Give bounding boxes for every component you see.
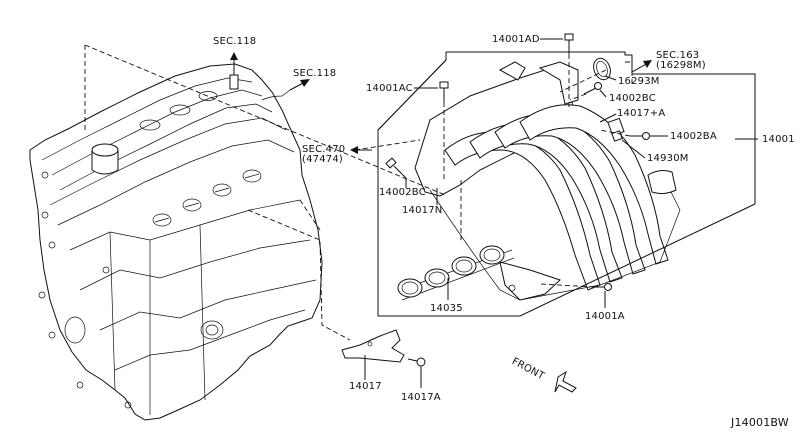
projection-lines [84,44,633,341]
reference-arrows [230,52,652,393]
manifold-gasket-drawing [397,245,515,301]
part-label-14930M[interactable]: 14930M [647,153,689,164]
section-ref-118-top[interactable]: SEC.118 [213,36,257,47]
section-ref-163[interactable]: SEC.163 (16298M) [656,51,706,71]
bracket-drawing [341,329,405,363]
part-label-14002BC-left[interactable]: 14002BC [379,187,426,198]
section-ref-163-line1: SEC.163 [656,50,700,61]
part-label-16293M[interactable]: 16293M [618,76,660,87]
intake-manifold [414,61,681,301]
part-label-14001[interactable]: 14001 [762,134,795,145]
part-label-14002BA[interactable]: 14002BA [670,131,717,142]
section-ref-163-line2: (16298M) [656,60,706,71]
leader-lines [364,38,758,388]
part-label-14002BC-top[interactable]: 14002BC [609,93,656,104]
section-ref-470-line1: SEC.470 [302,144,346,155]
part-label-14017[interactable]: 14017 [349,381,382,392]
engine-assembly [29,63,323,421]
part-label-14001A[interactable]: 14001A [585,311,625,322]
part-label-14035[interactable]: 14035 [430,303,463,314]
section-ref-470-line2: (47474) [302,154,344,165]
part-label-14017N[interactable]: 14017N [402,205,443,216]
part-label-14001AC[interactable]: 14001AC [366,83,413,94]
part-label-14001AD[interactable]: 14001AD [492,34,540,45]
bolts [385,33,650,367]
part-label-14017-plus-A[interactable]: 14017+A [617,108,666,119]
section-ref-118-right[interactable]: SEC.118 [293,68,337,79]
section-ref-470[interactable]: SEC.470 (47474) [302,145,345,165]
diagram-code: J14001BW [731,416,789,429]
assembly-outline [377,51,756,317]
part-label-14017A[interactable]: 14017A [401,392,441,403]
